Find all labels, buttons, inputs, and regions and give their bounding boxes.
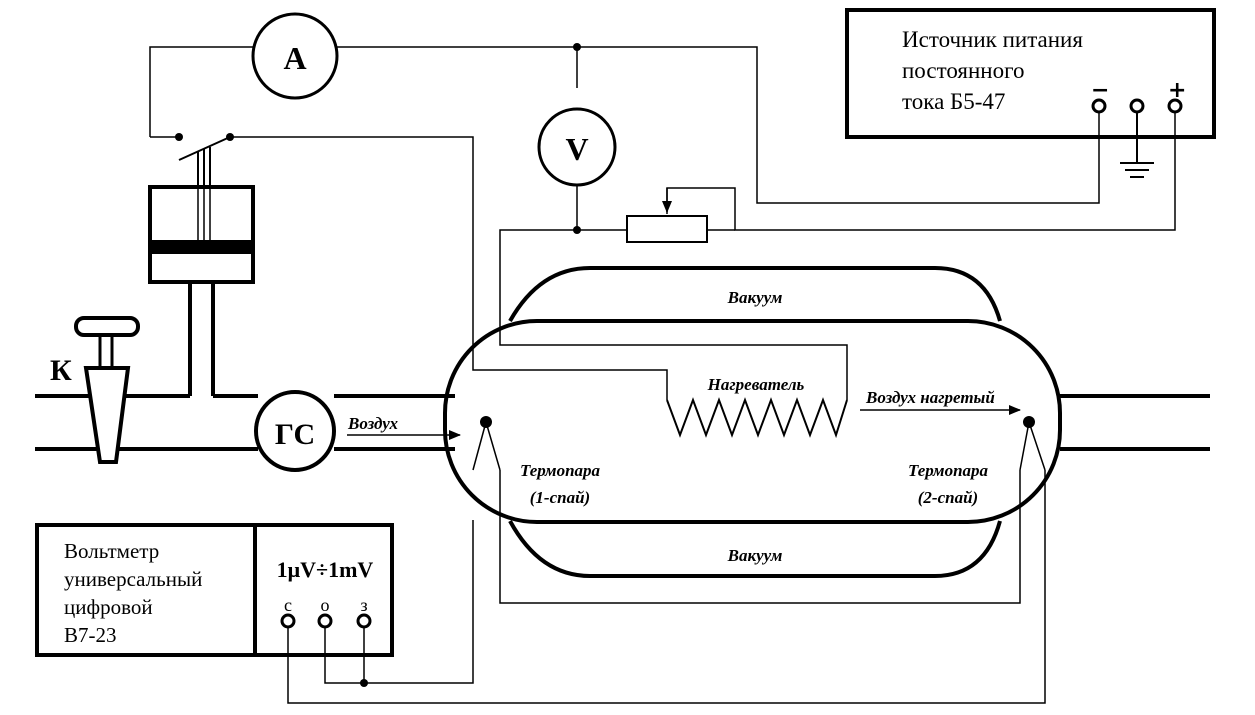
power-supply-label-line-1: Источник питания <box>902 27 1083 52</box>
junction-dots <box>175 43 581 687</box>
vacuum-bottom-label: Вакуум <box>727 546 783 565</box>
rheostat <box>626 215 708 243</box>
thermocouple-1-label-line-2: (1-спай) <box>530 488 590 507</box>
vacuum-top-label: Вакуум <box>727 288 783 307</box>
valve-label: К <box>50 354 72 387</box>
gas-meter-label: ГС <box>275 418 315 451</box>
thermocouple-2-label-line-1: Термопара <box>908 461 989 480</box>
voltmeter-terminal-z[interactable] <box>356 613 372 629</box>
terminal-plus-label: + <box>1168 78 1186 103</box>
power-supply-label-line-2: постоянного <box>902 58 1024 83</box>
voltmeter-v-label: V <box>565 131 588 167</box>
voltmeter-terminal-label-1: с <box>284 595 292 615</box>
heater-label: Нагреватель <box>707 375 805 394</box>
voltmeter-terminal-label-2: о <box>321 595 330 615</box>
thermocouple-1-label-line-1: Термопара <box>520 461 601 480</box>
air-heated-label: Воздух нагретый <box>865 388 995 407</box>
gas-meter: ГС <box>254 390 336 472</box>
ammeter: A <box>251 12 339 100</box>
voltmeter-v: V <box>537 107 617 187</box>
thermocouple-2-label-line-2: (2-спай) <box>918 488 978 507</box>
thermocouple-2 <box>1019 416 1046 471</box>
terminal-minus[interactable] <box>1091 98 1107 114</box>
voltmeter-terminal-o[interactable] <box>317 613 333 629</box>
digital-voltmeter-label-line-3: цифровой <box>64 595 153 619</box>
valve[interactable] <box>74 316 140 464</box>
digital-voltmeter-range: 1μV÷1mV <box>277 557 374 582</box>
piston-cylinder <box>148 185 255 396</box>
heating-chamber <box>443 319 1062 524</box>
heater-coil <box>666 397 848 439</box>
digital-voltmeter-label-line-2: универсальный <box>64 567 202 591</box>
digital-voltmeter-label-line-1: Вольтметр <box>64 539 159 563</box>
wires <box>149 46 1176 704</box>
thermocouple-1 <box>472 416 501 471</box>
power-supply-label-line-3: тока Б5-47 <box>902 89 1005 114</box>
terminal-plus[interactable] <box>1167 98 1183 114</box>
air-in-label: Воздух <box>347 414 399 433</box>
voltmeter-terminal-c[interactable] <box>280 613 296 629</box>
ground-icon <box>1120 113 1154 178</box>
vacuum-jacket <box>508 266 1002 578</box>
digital-voltmeter-box: Вольтметр универсальный цифровой В7-23 1… <box>35 523 394 657</box>
terminal-ground[interactable] <box>1129 98 1145 114</box>
power-supply-box: Источник питания постоянного тока Б5-47 … <box>845 8 1216 139</box>
voltmeter-terminal-label-3: з <box>360 595 367 615</box>
ammeter-label: A <box>283 40 306 76</box>
terminal-minus-label: − <box>1091 78 1109 103</box>
digital-voltmeter-label-line-4: В7-23 <box>64 623 117 647</box>
